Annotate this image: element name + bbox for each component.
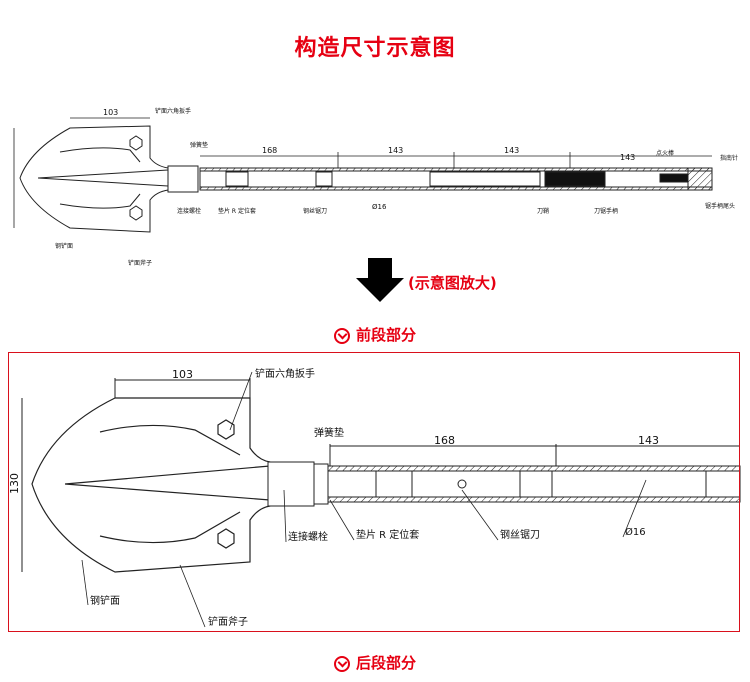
detail-dim-103: 103 <box>172 368 193 381</box>
overview-dim-143b: 143 <box>504 146 519 155</box>
overview-label-saw-handle: 刀锯手柄 <box>594 207 618 215</box>
overview-label-handle-tail: 锯手柄尾头 <box>705 202 735 210</box>
detail-label-spring-washer: 弹簧垫 <box>314 426 344 439</box>
detail-dim-168: 168 <box>434 434 455 447</box>
section-rear-label: 后段部分 <box>355 654 416 672</box>
section-front-heading: 前段部分 <box>0 324 750 345</box>
overview-dim-143a: 143 <box>388 146 403 155</box>
overview-handle <box>167 165 713 193</box>
detail-dim-130: 130 <box>8 473 21 494</box>
overview-label-washer-r: 垫片 R 定位套 <box>218 207 256 215</box>
detail-leader-lines <box>81 371 647 628</box>
overview-label-hex-wrench: 铲面六角扳手 <box>155 107 191 115</box>
overview-label-wire-saw: 钢丝锯刀 <box>303 207 327 215</box>
detail-dim-143: 143 <box>638 434 659 447</box>
overview-label-shovel-face: 钢铲面 <box>55 242 73 250</box>
down-arrow-icon <box>356 258 404 302</box>
overview-dim-103: 103 <box>103 108 118 117</box>
section-front-label: 前段部分 <box>355 326 416 344</box>
detail-label-connect-bolt: 连接螺栓 <box>288 530 328 543</box>
chevron-circle-icon <box>333 328 350 344</box>
overview-label-axe: 铲面斧子 <box>128 259 152 267</box>
section-rear-heading: 后段部分 <box>0 652 750 673</box>
detail-label-wire-saw: 钢丝锯刀 <box>500 528 540 541</box>
detail-frame <box>8 352 740 632</box>
overview-label-spring-washer: 弹簧垫 <box>190 141 208 149</box>
overview-label-knife-sheath: 刀鞘 <box>537 207 549 215</box>
page-title: 构造尺寸示意图 <box>294 36 456 61</box>
overview-dimension-lines <box>13 117 712 228</box>
detail-dimension-lines <box>21 378 740 572</box>
detail-handle <box>267 461 741 507</box>
detail-label-shovel-face: 钢铲面 <box>90 594 120 607</box>
detail-label-hex-wrench: 铲面六角扳手 <box>255 367 315 380</box>
overview-dim-143c: 143 <box>620 153 635 162</box>
overview-dim-168: 168 <box>262 146 277 155</box>
overview-label-connect-bolt: 连接螺栓 <box>177 207 201 215</box>
overview-label-fire-rod: 点火棒 <box>656 149 674 157</box>
overview-shovel-blade <box>19 125 169 233</box>
zoom-note: (示意图放大) <box>408 274 497 292</box>
detail-dim-diameter: Ø16 <box>625 526 646 538</box>
overview-label-compass: 指南针 <box>720 154 738 162</box>
overview-dim-diameter: Ø16 <box>372 203 387 211</box>
detail-label-axe: 铲面斧子 <box>208 616 248 628</box>
detail-label-washer-r: 垫片 R 定位套 <box>356 528 419 541</box>
chevron-circle-icon <box>333 656 350 672</box>
detail-shovel-blade <box>31 397 271 573</box>
